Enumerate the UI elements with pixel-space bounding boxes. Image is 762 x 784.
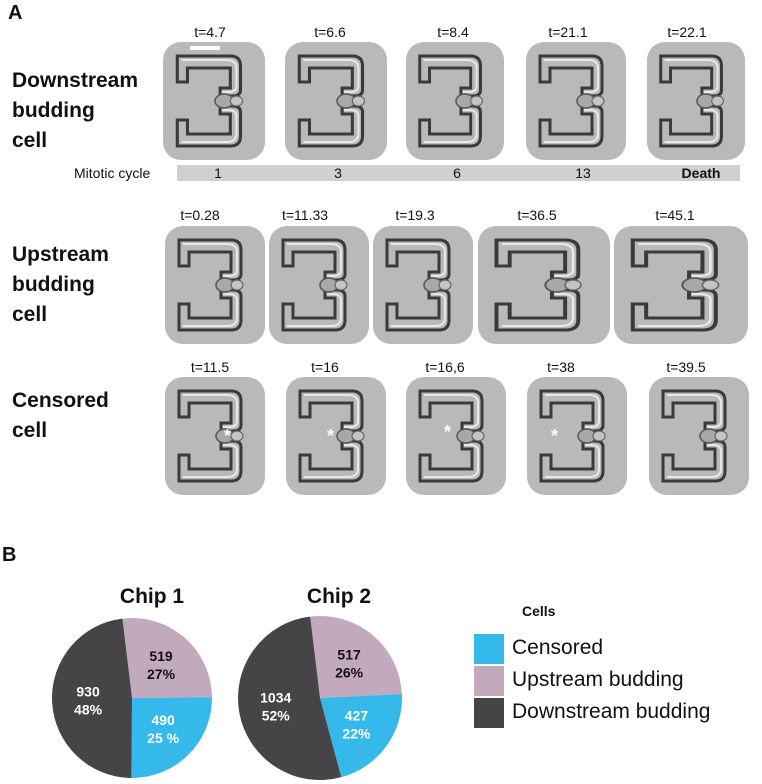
panel-a-letter: A: [8, 2, 23, 24]
micrograph-downstream-3: [406, 42, 504, 160]
chip-1-title: Chip 1: [119, 585, 185, 608]
pie-slice-censored: [320, 694, 402, 778]
row-label-censored: Censored cell: [12, 389, 109, 442]
censored-marker: *: [551, 426, 559, 446]
row-label-upstream: Upstream budding cell: [12, 243, 109, 326]
micrograph-censored-4: [527, 377, 627, 495]
pie-data-label: 25 %: [147, 730, 179, 746]
micrograph-upstream-1: [165, 226, 265, 344]
time-label: t=45.1: [655, 207, 695, 223]
micrograph-upstream-2: [269, 226, 369, 344]
micrograph-downstream-1: [163, 42, 265, 160]
time-label: t=36.5: [517, 207, 557, 223]
legend-label-downstream: Downstream budding: [512, 700, 711, 723]
time-label: t=16: [311, 359, 339, 375]
censored-marker: *: [327, 426, 335, 446]
pie-data-label: 930: [76, 683, 100, 699]
micrograph-downstream-2: [285, 42, 387, 160]
micrograph-censored-5: [649, 377, 749, 495]
censored-marker: *: [444, 422, 452, 442]
row-label-downstream: Downstream budding cell: [12, 69, 139, 152]
mitotic-cycle-value: Death: [681, 165, 721, 181]
legend-swatch-censored: [474, 634, 504, 664]
time-label: t=8.4: [437, 24, 469, 40]
legend-swatch-downstream: [474, 698, 504, 728]
mitotic-cycle-bar: [177, 165, 740, 181]
chip-1-pie: 519 27% 490 25 % 930 48%: [52, 618, 212, 778]
time-label: t=19.3: [395, 207, 435, 223]
pie-data-label: 52%: [262, 708, 291, 724]
pie-data-label: 490: [151, 712, 175, 728]
micrograph-upstream-3: [373, 226, 473, 344]
micrograph-censored-1: [165, 377, 265, 495]
micrograph-upstream-5: [614, 226, 748, 344]
pie-slice-downstream-budding: [52, 618, 132, 778]
panel-b-letter: B: [2, 544, 17, 566]
censored-marker: *: [224, 426, 232, 446]
time-label: t=4.7: [194, 24, 226, 40]
micrograph-upstream-4: [478, 226, 610, 344]
legend-label-censored: Censored: [512, 636, 604, 659]
time-label: t=0.28: [180, 207, 220, 223]
time-label: t=16,6: [425, 359, 465, 375]
legend-title: Cells: [522, 603, 556, 619]
mitotic-cycle-value: 3: [334, 165, 342, 181]
time-label: t=21.1: [548, 24, 588, 40]
mitotic-cycle-value: 6: [453, 165, 461, 181]
micrograph-downstream-5: [647, 42, 745, 160]
chip-2-pie: 517 26% 427 22% 1034 52%: [238, 616, 402, 780]
pie-data-label: 427: [345, 708, 369, 724]
micrograph-censored-2: [286, 377, 386, 495]
micrograph-censored-3: [406, 377, 506, 495]
mitotic-cycle-value: 1: [214, 165, 222, 181]
pie-data-label: 22%: [342, 726, 371, 742]
pie-data-label: 517: [337, 647, 361, 663]
mitotic-cycle-value: 13: [575, 165, 591, 181]
time-label: t=22.1: [667, 24, 707, 40]
pie-data-label: 519: [149, 648, 173, 664]
time-label: t=39.5: [666, 359, 706, 375]
pie-slice-downstream-budding: [238, 616, 342, 780]
time-label: t=6.6: [314, 24, 346, 40]
micrograph-downstream-4: [526, 42, 626, 160]
mitotic-cycle-label: Mitotic cycle: [74, 165, 151, 181]
legend-swatch-upstream: [474, 666, 504, 696]
pie-slice-upstream-budding: [310, 616, 402, 698]
pie-slice-upstream-budding: [122, 618, 212, 698]
time-label: t=38: [547, 359, 575, 375]
pie-data-label: 1034: [260, 690, 291, 706]
pie-data-label: 48%: [74, 701, 103, 717]
pie-data-label: 27%: [147, 666, 176, 682]
pie-data-label: 26%: [335, 665, 364, 681]
legend-label-upstream: Upstream budding: [512, 668, 684, 691]
chip-2-title: Chip 2: [306, 585, 372, 608]
time-label: t=11.5: [190, 359, 230, 375]
scale-bar: [190, 46, 220, 50]
pie-slice-censored: [131, 697, 212, 778]
time-label: t=11.33: [281, 207, 329, 223]
